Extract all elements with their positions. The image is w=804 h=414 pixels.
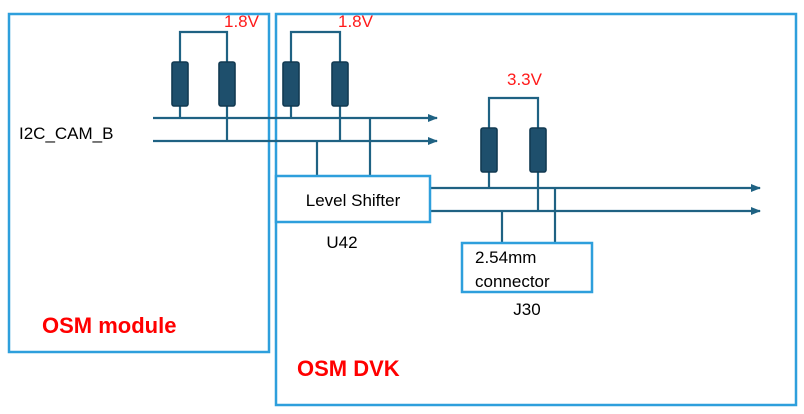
rail-wire-module xyxy=(178,30,229,62)
pullup-resistor xyxy=(171,61,189,107)
osm-module-frame xyxy=(7,12,271,354)
level-shifter-ref: U42 xyxy=(326,233,357,252)
pullup-resistor xyxy=(529,127,547,173)
connector-ref: J30 xyxy=(513,300,540,319)
pullup-resistor xyxy=(218,61,236,107)
connector-label-line1: 2.54mm xyxy=(475,248,536,267)
pullup-rail-dvk-right xyxy=(487,96,540,128)
signal-name-label: I2C_CAM_B xyxy=(19,124,113,143)
voltage-label-dvk-right: 3.3V xyxy=(507,70,543,89)
pullup-resistor xyxy=(480,127,498,173)
osm-module-title: OSM module xyxy=(42,313,176,338)
pullup-rail-module xyxy=(178,30,229,62)
pullup-resistor xyxy=(282,61,300,107)
pullup-rail-dvk-left xyxy=(289,30,342,62)
pullup-resistor xyxy=(331,61,349,107)
level-shifter-label: Level Shifter xyxy=(306,191,401,210)
level-shifter-box xyxy=(274,174,432,224)
rail-wire-dvk-left xyxy=(289,30,342,62)
voltage-label-dvk-left: 1.8V xyxy=(338,12,374,31)
connector-label-line2: connector xyxy=(475,272,550,291)
osm-dvk-title: OSM DVK xyxy=(297,356,400,381)
connector-box xyxy=(460,241,594,294)
rail-wire-dvk-right xyxy=(487,96,540,128)
voltage-label-module: 1.8V xyxy=(224,12,260,31)
